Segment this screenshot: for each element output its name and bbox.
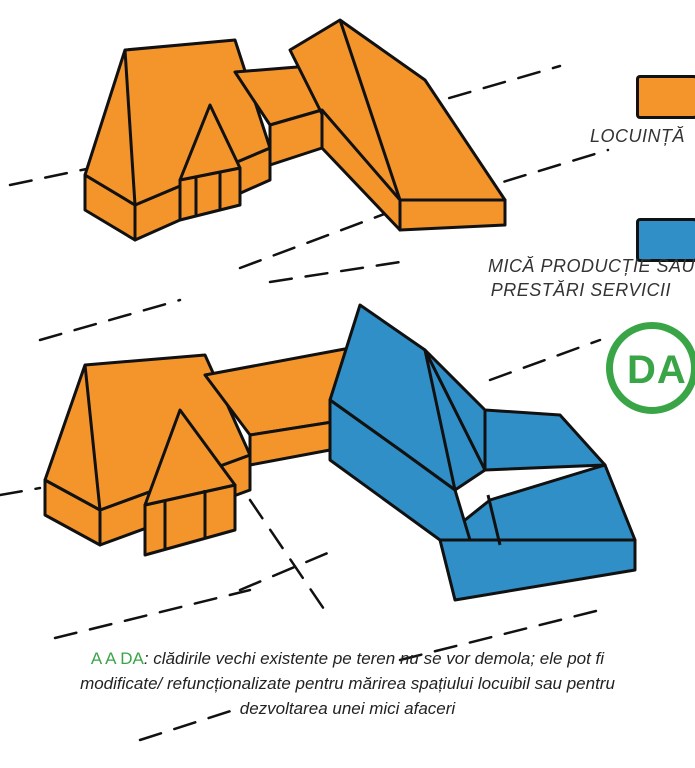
caption: A A DA: clădirile vechi existente pe ter… — [0, 646, 695, 721]
legend-label-production: MICĂ PRODUCȚIE SAU PRESTĂRI SERVICII — [410, 254, 695, 302]
top-right-wing-end — [398, 198, 507, 232]
caption-line-2: modificate/ refuncționalizate pentru măr… — [80, 674, 615, 693]
blue-wing-wall-front — [438, 538, 637, 602]
top-building — [83, 18, 507, 242]
top-dormer-roof — [178, 103, 242, 182]
legend-swatch-production — [636, 218, 695, 262]
plot-lines — [0, 64, 610, 742]
caption-text-1: : clădirile vechi existente pe teren nu … — [143, 649, 605, 668]
bottom-dormer-roof — [143, 408, 237, 507]
caption-tag: A A DA — [90, 649, 144, 668]
caption-line-3: dezvoltarea unei mici afaceri — [239, 699, 456, 718]
legend-swatch-residential — [636, 75, 695, 119]
legend-label-production-line1: MICĂ PRODUCȚIE SAU — [487, 256, 695, 276]
legend-label-residential: LOCUINȚĂ — [589, 126, 685, 146]
approval-badge: DA — [606, 322, 695, 414]
blue-wing-roof-side — [423, 348, 607, 472]
caption-line-1: A A DA: clădirile vechi existente pe ter… — [0, 646, 695, 671]
approval-badge-text: DA — [627, 348, 687, 392]
bottom-building — [43, 303, 637, 602]
legend-label-production-line2: PRESTĂRI SERVICII — [490, 280, 671, 300]
